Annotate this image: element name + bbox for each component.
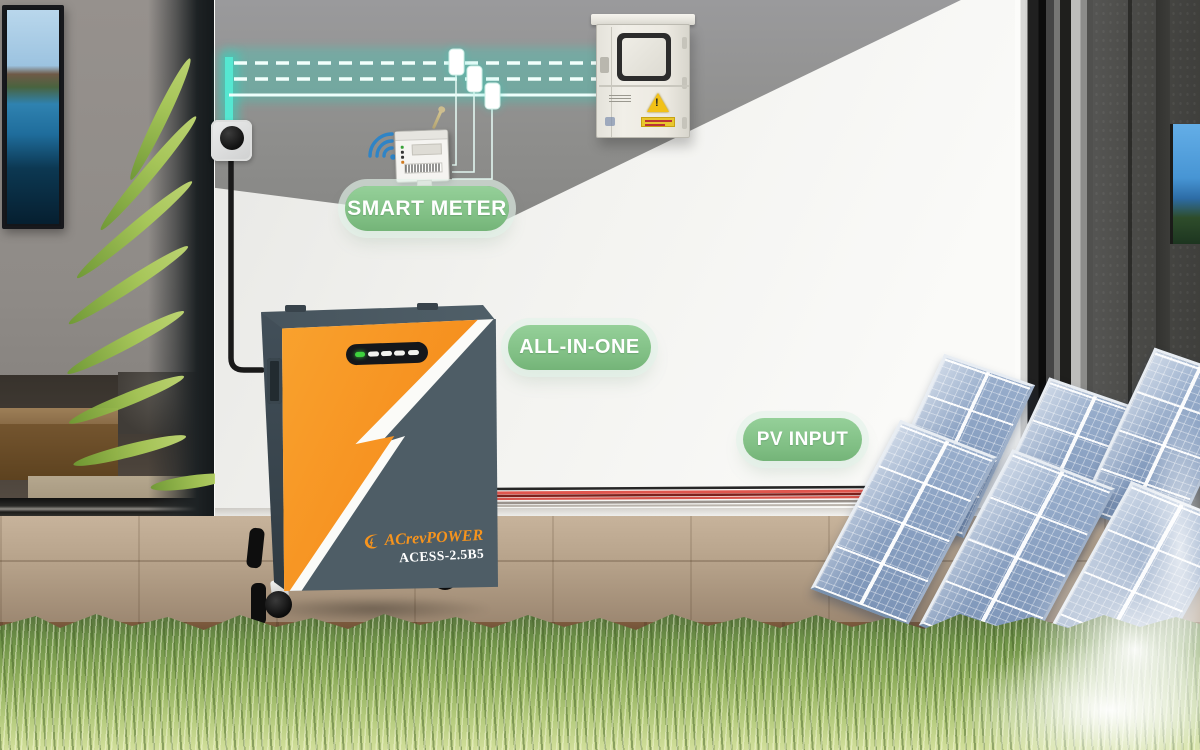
smart-meter-label: SMART METER: [345, 186, 509, 231]
warning-triangle-icon: [647, 93, 669, 112]
battery-top-tab: [417, 303, 438, 310]
wall-base-shadow: [215, 508, 1017, 518]
warning-label: [641, 117, 675, 127]
deck-plank-gap: [0, 560, 1200, 562]
distribution-box: [591, 6, 695, 138]
brand-block: ACrevPOWER ACESS-2.5B5: [361, 526, 485, 568]
battery-top-tab: [285, 305, 306, 312]
all-in-one-label: ALL-IN-ONE: [508, 325, 651, 370]
pv-input-label: PV INPUT: [743, 418, 862, 461]
meter-body: [394, 129, 450, 187]
wall-tv: [2, 5, 64, 229]
handle-cutout: [267, 358, 282, 404]
caster-wheel: [265, 591, 292, 618]
plug-icon: [220, 126, 244, 150]
sky-window: [1170, 124, 1200, 244]
barcode: [404, 162, 443, 174]
tv-screen: [7, 10, 59, 224]
led-indicator-panel: [345, 341, 429, 366]
meter-window: [617, 33, 671, 81]
brand-logo-icon: [365, 534, 379, 549]
battery-unit: ACrevPOWER ACESS-2.5B5: [245, 300, 515, 630]
led-dot: [380, 350, 393, 357]
smart-meter-device: [392, 109, 458, 189]
caster-wheel: [245, 527, 266, 569]
pillar-groove: [1128, 0, 1132, 750]
wall-outlet: [211, 120, 252, 161]
led-dot: [367, 351, 379, 357]
led-dot: [394, 350, 406, 356]
led-dot: [407, 349, 419, 356]
led-dot-active: [355, 351, 366, 358]
caster-wheel: [251, 583, 266, 625]
battery-front-panel: ACrevPOWER ACESS-2.5B5: [282, 319, 498, 591]
